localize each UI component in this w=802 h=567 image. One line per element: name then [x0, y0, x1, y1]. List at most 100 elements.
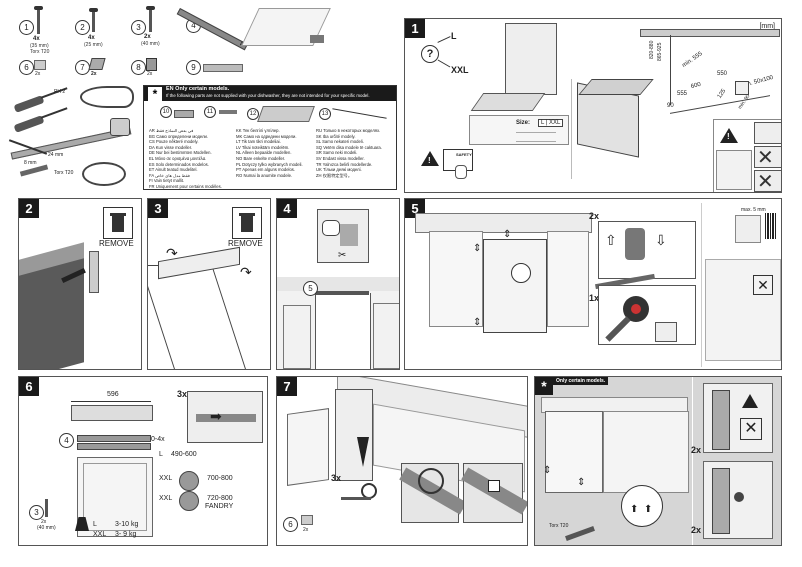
rod-icon	[332, 108, 387, 119]
height-label-XXL: XXL	[159, 475, 173, 482]
part-number: 5	[303, 281, 318, 296]
gap-detail	[735, 215, 761, 243]
part-qty: 2x	[91, 71, 97, 77]
dim-label: 90	[667, 103, 674, 109]
lang-row: RU Только в некоторых моделях.	[316, 128, 381, 133]
gasket-icon	[219, 110, 237, 114]
rail-icon	[77, 435, 151, 442]
arrow-up-icon: ⇕	[543, 465, 552, 476]
hinge-bracket	[712, 468, 730, 534]
divider	[701, 203, 702, 367]
lang-row: NO Bare enkelte modeller.	[236, 155, 286, 161]
drill-size: 24 mm	[48, 152, 64, 158]
screwdriver-icon	[565, 526, 595, 541]
screw-icon	[45, 499, 48, 517]
height-range: 700-800	[207, 475, 233, 482]
dim-label: min. 555	[681, 50, 704, 70]
screwdriver-icon	[605, 316, 631, 342]
x3-label: 3x	[177, 389, 188, 399]
part-qty: 2x	[41, 519, 47, 525]
part-number: 8	[131, 60, 146, 75]
size-label: Size:	[516, 120, 531, 126]
clip-icon	[34, 60, 46, 70]
cabinet-door	[373, 303, 399, 369]
hinge-knob-icon	[179, 471, 199, 491]
cabinet-side	[705, 259, 781, 361]
lang-row: FR Uniquement pour certains modèles.	[149, 183, 222, 189]
pointer-line	[437, 59, 451, 68]
remove-label: REMOVE	[228, 239, 263, 248]
bracket-icon	[88, 58, 106, 70]
star-icon: *	[148, 87, 162, 101]
niche-opening	[315, 293, 371, 369]
step-6-panel: 6 596 3x ➡ 4 0-4x L 490-600 XXL 700-800 …	[18, 376, 268, 546]
parts-area: 1 4x (35 mm)Torx T20 2 4x (25 mm) 3 2x (…	[0, 0, 400, 80]
torx-label: Torx T20	[549, 523, 569, 529]
step-3-panel: 3 REMOVE ↷ ↷	[147, 198, 271, 370]
dim-label: 820-880	[649, 40, 655, 59]
cross-icon: ✕	[757, 147, 774, 169]
dim-label: 600	[690, 81, 702, 91]
plate-lines	[516, 132, 556, 142]
cabinet-face	[429, 231, 483, 327]
lang-row: CS Pouze některé modely.	[149, 139, 199, 145]
divider	[571, 79, 572, 179]
lang-row: SL Samo nekateri modeli.	[316, 139, 364, 145]
part-qty: 2x	[147, 71, 153, 77]
panel-top-view	[71, 405, 153, 421]
clip-detail: ➡	[187, 391, 263, 443]
part-qty: 4x	[88, 35, 95, 41]
part-sub: (40 mm)	[37, 525, 56, 531]
step-number: 2	[19, 199, 39, 218]
width-line	[71, 401, 151, 402]
trash-can	[241, 216, 253, 232]
weight-XXL-value: 3- 9 kg	[115, 531, 137, 538]
barcode-icon	[765, 213, 777, 239]
certain-models-panel: * Only certain models. ⇕ ⇕ ⬆ ⬆ Torx T20 …	[534, 376, 782, 546]
trash-lid	[110, 213, 126, 216]
lang-row: LT Tik tam tikri modeliai.	[236, 139, 281, 145]
arrow-up-icon: ⇕	[503, 229, 512, 240]
scissors-icon	[82, 162, 126, 186]
lang-row: FA فقط مدل های خاص	[149, 172, 190, 178]
lang-row: PT Apenas em alguns modelos.	[236, 167, 296, 173]
wrench-size: 8 mm	[24, 160, 37, 166]
detail-inset: ✂	[317, 209, 369, 263]
tool-label: PH 2	[54, 89, 66, 95]
hinge-bracket	[712, 390, 730, 450]
outlet-box	[735, 81, 749, 95]
screw-head	[146, 6, 155, 10]
fandry-label: FANDRY	[205, 503, 234, 510]
dishwasher-front	[335, 389, 373, 481]
width-label: 596	[107, 391, 119, 398]
part-sub: (40 mm)	[141, 41, 160, 47]
lang-row: SK Iba určité modely.	[316, 133, 356, 139]
trash-lid	[239, 213, 255, 216]
warning-stack: ! ✕ ✕	[713, 119, 781, 192]
part-qty: 2x	[303, 527, 309, 533]
lang-row: FI Vain tietyt mallit.	[149, 178, 185, 184]
part-number: 4	[59, 433, 74, 448]
lang-row: SQ Vetëm disa modele të caktuara.	[316, 144, 382, 150]
trash-icon	[103, 207, 133, 239]
arrow-up-icon: ⇕	[473, 243, 482, 254]
dishwasher-top	[578, 79, 654, 95]
screw-icon	[92, 10, 95, 32]
detail-inset	[399, 463, 467, 523]
weight-XXL: XXL	[93, 531, 107, 538]
part-number: 7	[75, 60, 90, 75]
remove-label: REMOVE	[99, 239, 134, 248]
hand-icon	[655, 322, 677, 342]
trash-icon	[232, 207, 262, 239]
lang-row: SV Endast vissa modeller.	[316, 155, 365, 161]
lang-row: KK Тек белгілі үлгілер.	[236, 128, 280, 133]
strip-end	[310, 35, 324, 43]
pointer-arrow	[357, 437, 369, 467]
weight-L-value: 3-10 kg	[115, 521, 139, 528]
screwdriver-icon	[13, 115, 45, 133]
strip-icon	[340, 224, 358, 246]
lang-row: ET Ainult teatud mudelitel.	[149, 167, 198, 173]
pliers-icon	[418, 468, 444, 494]
detail-circle	[511, 263, 531, 283]
certain-models-note: * EN Only certain models. If the followi…	[143, 85, 397, 190]
